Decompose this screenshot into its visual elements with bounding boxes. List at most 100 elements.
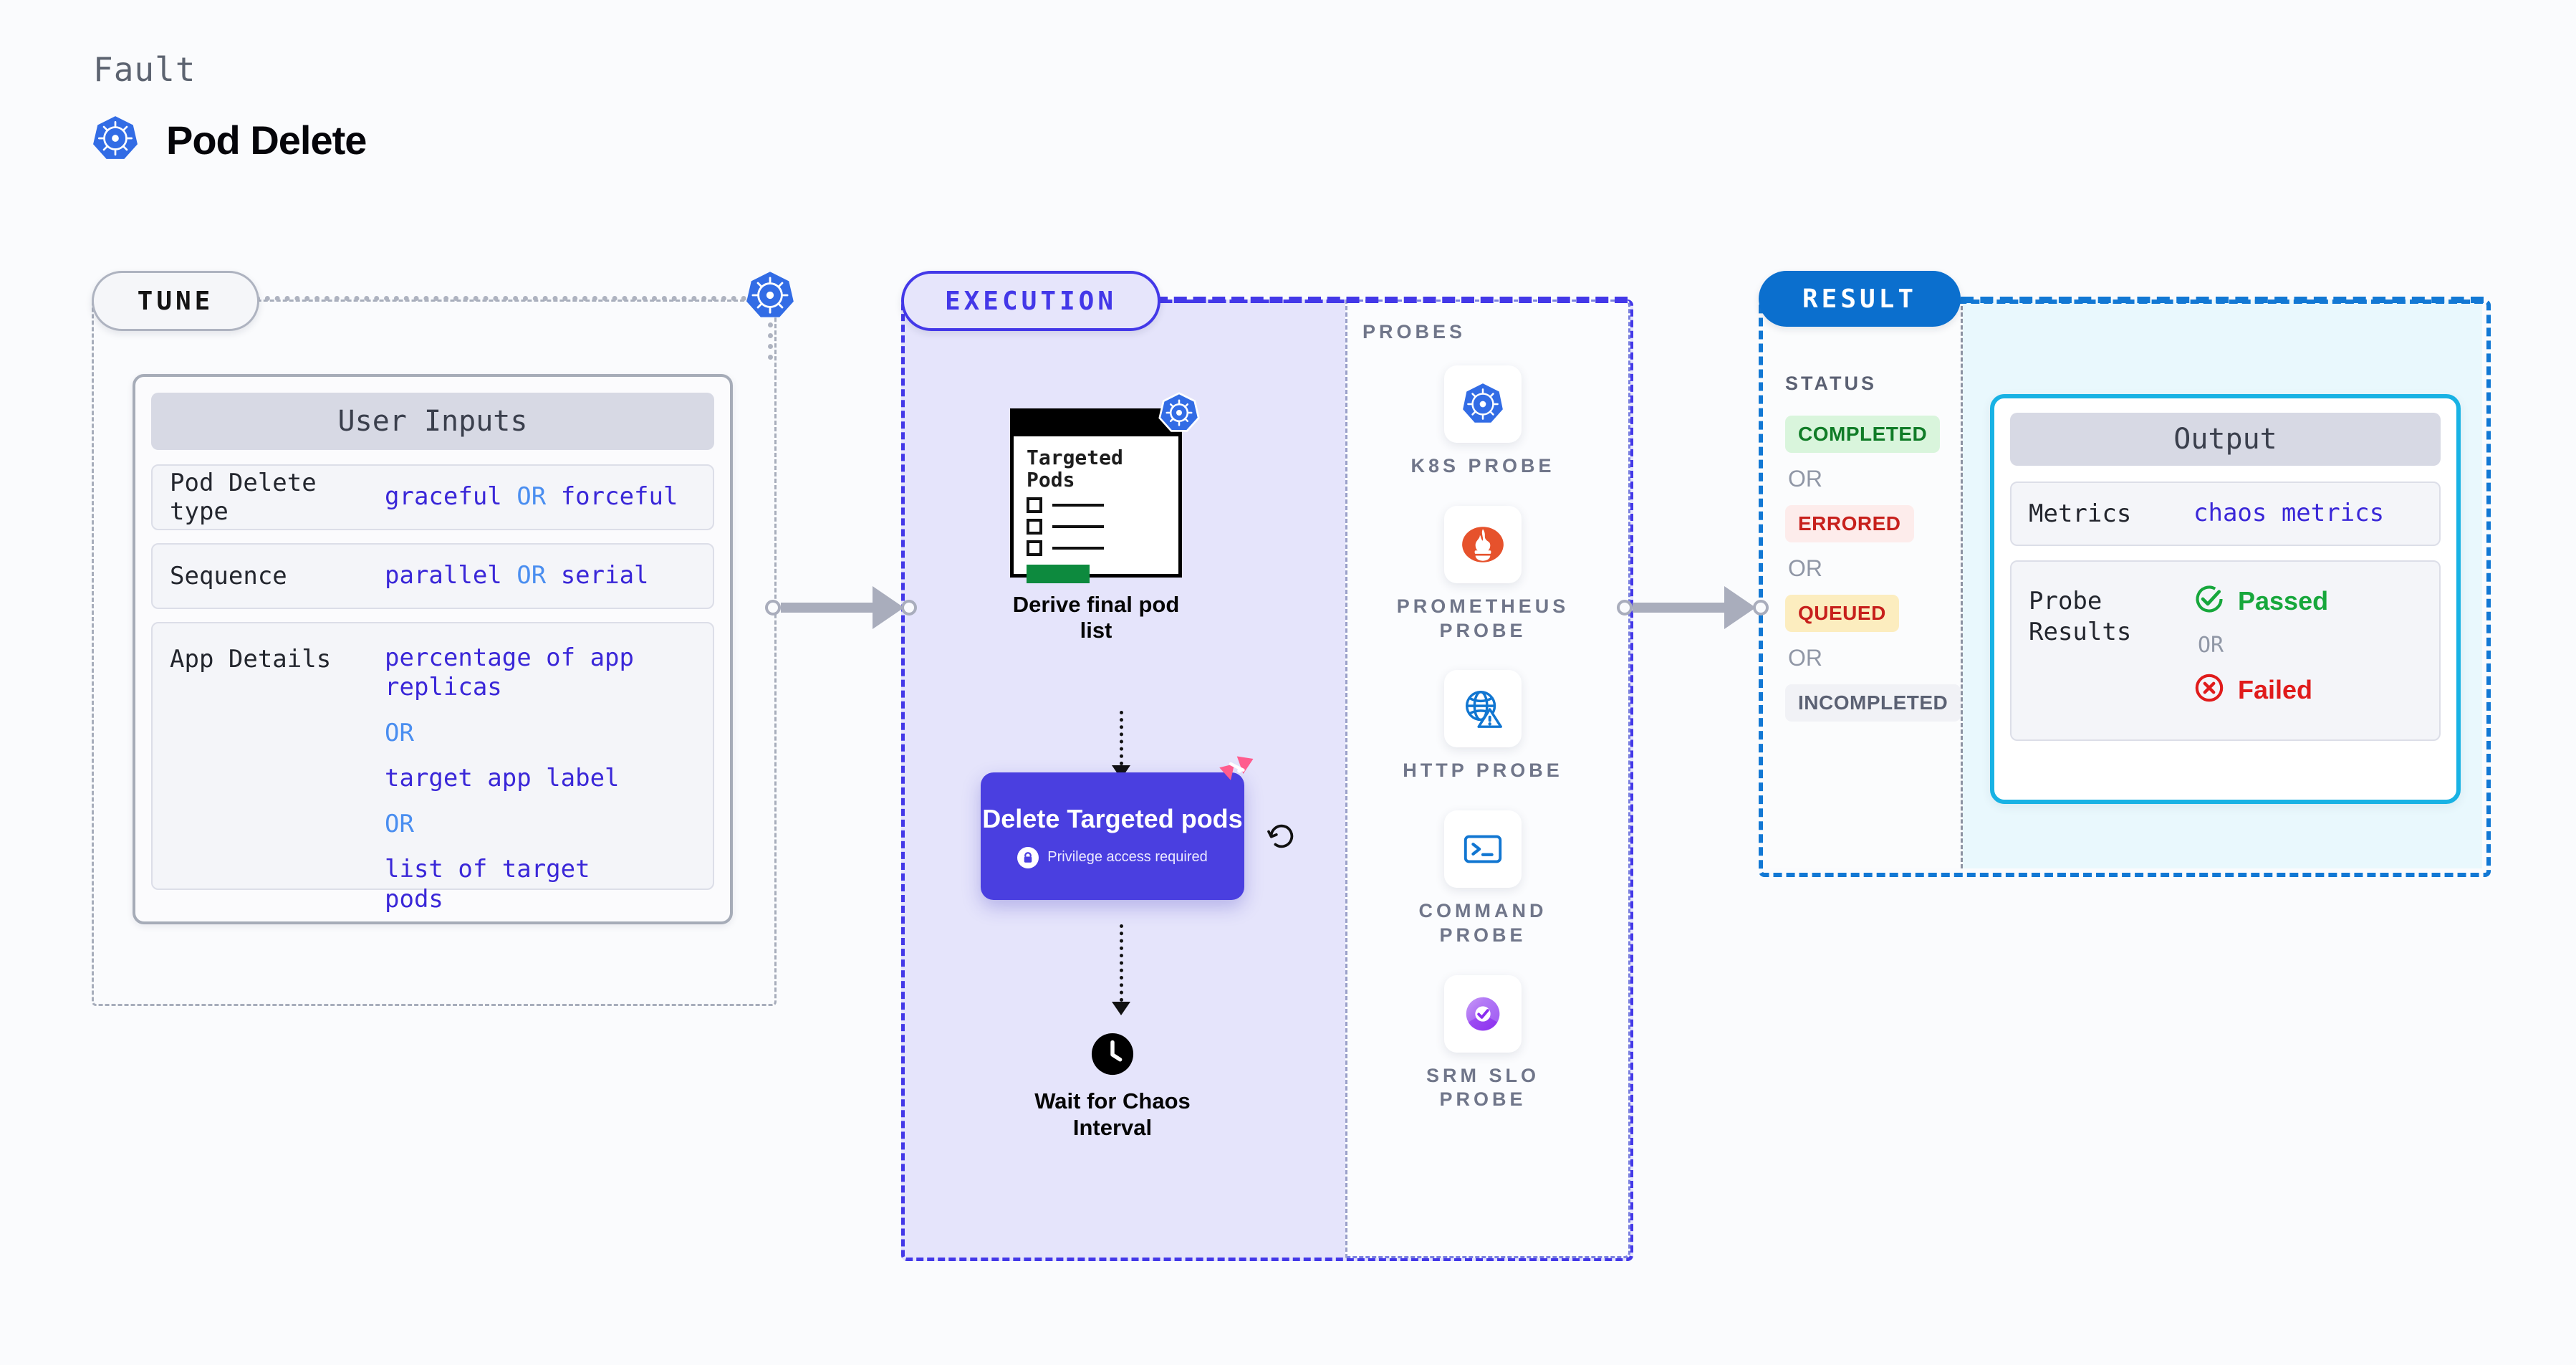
status-badge: COMPLETED [1785, 416, 1941, 453]
terminal-icon [1444, 810, 1522, 888]
probe-label: SRM SLO PROBE [1426, 1064, 1539, 1111]
globe-warning-icon [1444, 670, 1522, 748]
checkbox-icon [1027, 540, 1042, 556]
probe-item-prometheus[interactable]: PROMETHEUS PROBE [1393, 505, 1572, 643]
output-panel: Output Metrics chaos metrics Probe Resul… [1990, 394, 2461, 804]
progress-bar [1027, 564, 1090, 583]
probe-label: K8S PROBE [1410, 455, 1555, 476]
checkbox-icon [1027, 518, 1042, 535]
srm-slo-icon [1444, 974, 1522, 1053]
probe-label: COMMAND PROBE [1418, 900, 1547, 946]
table-row[interactable]: Pod Delete type graceful OR forceful [151, 464, 714, 530]
probe-item-command[interactable]: COMMAND PROBE [1393, 810, 1572, 948]
probe-item-srm-slo[interactable]: SRM SLO PROBE [1393, 974, 1572, 1113]
table-row[interactable]: Sequence parallel OR serial [151, 543, 714, 609]
check-circle-icon [2193, 583, 2225, 618]
row-value: percentage of app replicas OR target app… [385, 643, 634, 914]
row-key: Metrics [2029, 499, 2132, 528]
prometheus-icon [1444, 505, 1522, 583]
row-key: Sequence [170, 562, 287, 590]
probe-item-k8s[interactable]: K8S PROBE [1393, 365, 1572, 479]
flow-arrow-down [1112, 711, 1130, 779]
privilege-note: Privilege access required [1017, 846, 1208, 868]
connector-line [781, 603, 874, 613]
row-key: App Details [170, 645, 332, 674]
table-row[interactable]: App Details percentage of app replicas O… [151, 622, 714, 914]
status-badge: INCOMPLETED [1785, 684, 1961, 722]
connector-execution-to-result [1617, 586, 1769, 629]
clock-icon [1090, 1032, 1135, 1076]
fault-label: Fault [93, 50, 196, 89]
connector-dot-left [1617, 600, 1633, 616]
arrow-right-icon [1724, 586, 1756, 629]
derive-pod-list-node[interactable]: Targeted Pods Derive final pod list [1003, 392, 1200, 643]
tune-pill[interactable]: TUNE [92, 271, 259, 331]
probe-results-values: Passed OR Failed [2193, 562, 2328, 707]
wait-for-chaos-interval-node[interactable]: Wait for Chaos Interval [1026, 1032, 1199, 1141]
probes-label: PROBES [1363, 321, 1466, 343]
user-inputs-panel: User Inputs Pod Delete type graceful OR … [133, 374, 733, 924]
tune-node-tail [768, 322, 773, 360]
execution-dash-line [1155, 297, 1628, 303]
probes-zone [1345, 300, 1630, 1258]
list-rule [1052, 525, 1104, 528]
window-titlebar [1014, 412, 1178, 436]
probe-label: PROMETHEUS PROBE [1396, 595, 1570, 641]
table-row[interactable]: Probe Results Passed OR [2010, 560, 2441, 741]
kubernetes-icon [1444, 365, 1522, 443]
targeted-pods-window: Targeted Pods [1010, 392, 1200, 583]
probe-result-separator: OR [2198, 633, 2224, 658]
row-value: parallel OR serial [385, 561, 649, 590]
probe-list: K8S PROBE PROMETHEUS PROBE [1390, 365, 1576, 1112]
harness-icon [1216, 754, 1256, 794]
kubernetes-icon [1158, 392, 1200, 434]
status-list: COMPLETED OR ERRORED OR QUEUED OR INCOMP… [1785, 416, 1961, 722]
status-label: STATUS [1785, 373, 1877, 394]
list-rule [1052, 503, 1104, 507]
status-separator: OR [1788, 466, 1822, 492]
lock-icon [1017, 846, 1039, 868]
connector-dot-left [765, 600, 781, 616]
connector-line [1633, 603, 1726, 613]
output-title: Output [2010, 413, 2441, 466]
card-title: Delete Targeted pods [982, 804, 1243, 834]
probe-result-label: Passed [2238, 585, 2329, 616]
status-badge: QUEUED [1785, 595, 1899, 632]
connector-dot-right [901, 600, 917, 616]
execution-pill[interactable]: EXECUTION [901, 271, 1160, 331]
kubernetes-icon [92, 115, 139, 166]
table-row[interactable]: Metrics chaos metrics [2010, 482, 2441, 546]
fault-title-row: Pod Delete [92, 115, 367, 166]
status-separator: OR [1788, 555, 1822, 581]
delete-targeted-pods-card[interactable]: Delete Targeted pods Privilege access re… [981, 756, 1254, 900]
row-key: Pod Delete type [170, 469, 317, 526]
flow-arrow-down [1112, 924, 1130, 1015]
retry-loop-icon[interactable] [1265, 820, 1298, 853]
connector-tune-to-execution [765, 586, 917, 629]
node-caption: Wait for Chaos Interval [1034, 1088, 1191, 1141]
x-circle-icon [2193, 672, 2225, 707]
probe-label: HTTP PROBE [1403, 760, 1563, 782]
checkbox-icon [1027, 497, 1042, 513]
row-key: Probe Results [2029, 587, 2132, 646]
probe-result-label: Failed [2238, 674, 2313, 704]
result-pill[interactable]: RESULT [1759, 271, 1961, 327]
status-separator: OR [1788, 645, 1822, 671]
connector-dot-right [1753, 600, 1769, 616]
probe-item-http[interactable]: HTTP PROBE [1393, 670, 1572, 783]
result-status-column [1759, 300, 1963, 868]
list-rule [1052, 546, 1104, 550]
row-value: chaos metrics [2193, 499, 2385, 528]
privilege-note-text: Privilege access required [1047, 849, 1208, 866]
probe-result-failed: Failed [2193, 672, 2328, 707]
row-value: graceful OR forceful [385, 482, 678, 512]
tune-dash-line [255, 296, 756, 301]
arrow-right-icon [873, 586, 904, 629]
window-title: Targeted Pods [1027, 446, 1123, 492]
status-badge: ERRORED [1785, 505, 1914, 542]
probe-result-passed: Passed [2193, 583, 2328, 618]
result-dash-line [1961, 297, 2484, 303]
node-caption: Derive final pod list [1012, 592, 1180, 643]
user-inputs-title: User Inputs [151, 393, 714, 450]
kubernetes-icon [745, 270, 795, 320]
